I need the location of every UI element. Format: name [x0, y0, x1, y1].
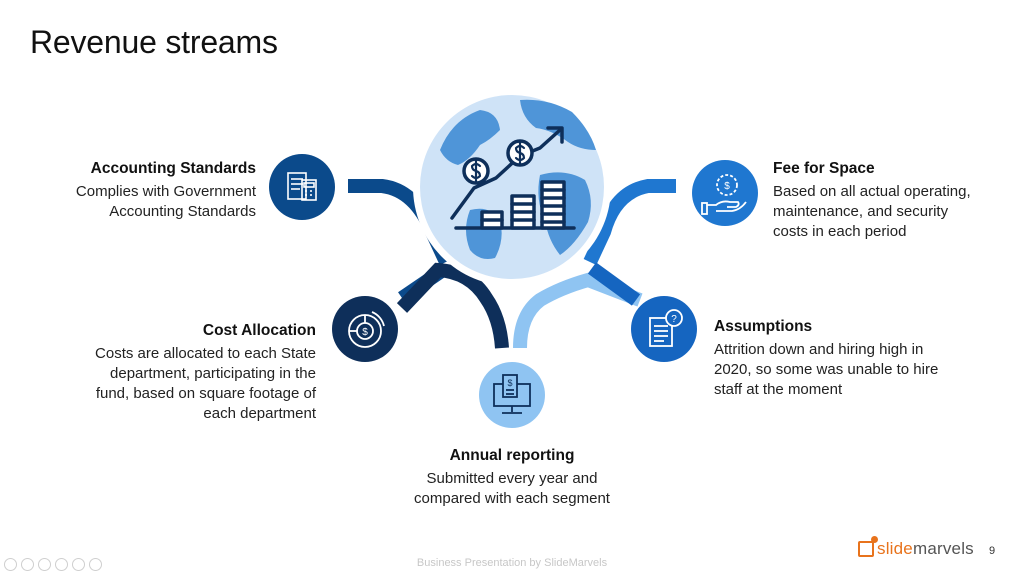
logo-text-part1: slide — [877, 539, 913, 558]
connector-assumptions — [587, 262, 641, 306]
footer-text: Business Presentation by SlideMarvels — [416, 557, 608, 569]
accounting-standards-heading: Accounting Standards — [90, 160, 256, 177]
annual-reporting-line-1: Submitted every year and — [426, 470, 598, 487]
cost-allocation-line-3: fund, based on square footage of — [95, 385, 316, 402]
page-number: 9 — [989, 545, 996, 557]
connector-annual-dark — [396, 262, 509, 349]
logo-mark-icon — [858, 536, 878, 557]
connector-fee — [583, 179, 676, 265]
pie-chart-dollar-icon: $ — [332, 296, 398, 362]
slide-nav-controls[interactable] — [4, 558, 102, 571]
growth-chart-icon — [450, 126, 576, 230]
slides-grid-icon[interactable] — [55, 558, 68, 571]
fee-for-space-line-3: costs in each period — [773, 223, 907, 240]
pen-icon[interactable] — [38, 558, 51, 571]
svg-text:$: $ — [724, 181, 730, 192]
annual-reporting-block: Annual reporting Submitted every year an… — [372, 446, 652, 509]
logo-text-part2: marvels — [912, 539, 974, 558]
monitor-report-icon: $ — [479, 362, 545, 428]
slidemarvels-logo: slidemarvels — [858, 536, 974, 560]
cost-allocation-block: Cost Allocation Costs are allocated to e… — [40, 321, 316, 424]
more-options-icon[interactable] — [89, 558, 102, 571]
accounting-standards-line-1: Complies with Government — [75, 183, 256, 200]
prev-slide-icon[interactable] — [4, 558, 17, 571]
document-question-icon: ? — [631, 296, 697, 362]
accounting-standards-block: Accounting Standards Complies with Gover… — [40, 159, 256, 222]
annual-reporting-line-2: compared with each segment — [414, 490, 610, 507]
calculator-document-icon — [269, 154, 335, 220]
assumptions-block: Assumptions Attrition down and hiring hi… — [714, 317, 994, 400]
accounting-standards-line-2: Accounting Standards — [109, 203, 256, 220]
globe-icon — [413, 88, 611, 286]
connector-annual-light — [513, 272, 643, 349]
svg-text:$: $ — [362, 327, 368, 338]
fee-for-space-block: Fee for Space Based on all actual operat… — [773, 159, 1013, 242]
fee-for-space-line-1: Based on all actual operating, — [773, 183, 971, 200]
assumptions-heading: Assumptions — [714, 318, 813, 335]
svg-text:$: $ — [507, 378, 512, 388]
fee-for-space-heading: Fee for Space — [773, 160, 875, 177]
slide-title: Revenue streams — [30, 24, 278, 60]
svg-text:?: ? — [671, 314, 677, 325]
annual-reporting-heading: Annual reporting — [449, 447, 575, 464]
cost-allocation-heading: Cost Allocation — [202, 322, 316, 339]
fee-for-space-line-2: maintenance, and security — [773, 203, 949, 220]
assumptions-line-2: 2020, so some was unable to hire — [714, 361, 939, 378]
cost-allocation-line-1: Costs are allocated to each State — [95, 345, 316, 362]
cost-allocation-line-4: each department — [203, 405, 316, 422]
cost-allocation-line-2: department, participating in the — [110, 365, 316, 382]
assumptions-line-1: Attrition down and hiring high in — [714, 341, 924, 358]
next-slide-icon[interactable] — [21, 558, 34, 571]
hand-dollar-icon: $ — [692, 160, 758, 226]
zoom-icon[interactable] — [72, 558, 85, 571]
assumptions-line-3: staff at the moment — [714, 381, 843, 398]
